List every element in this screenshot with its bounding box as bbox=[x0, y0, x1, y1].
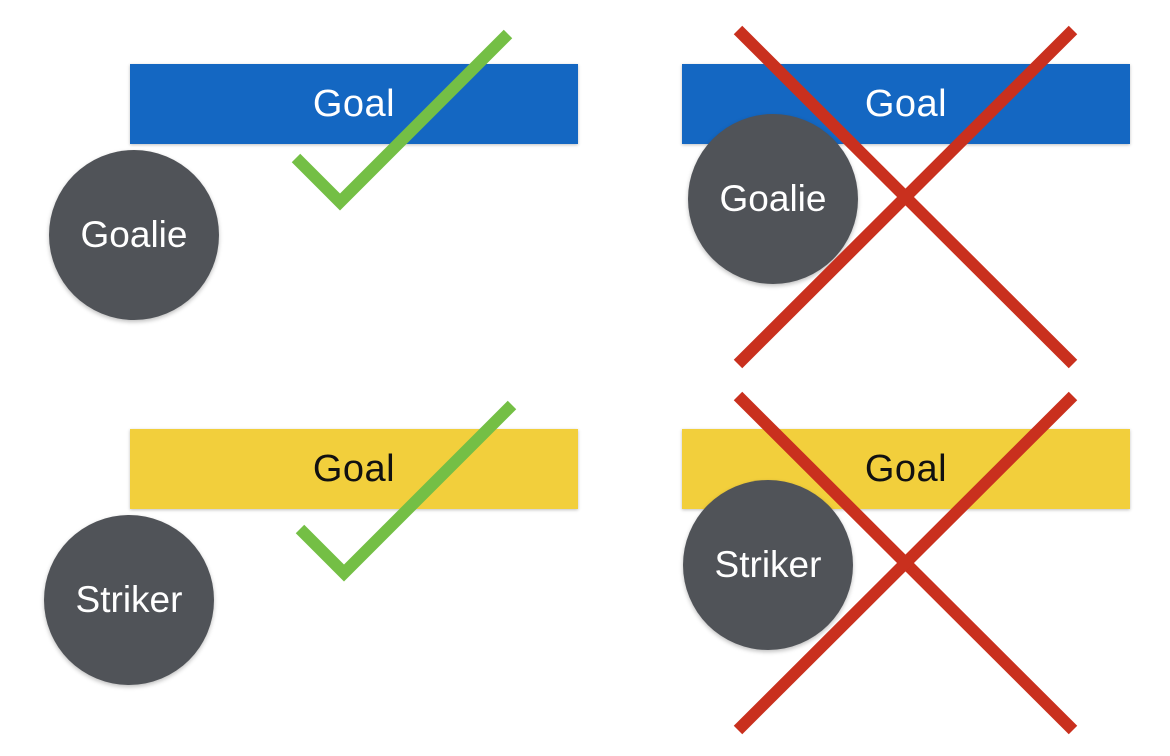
player-label: Striker bbox=[714, 544, 822, 585]
player-striker: Striker bbox=[44, 515, 214, 685]
panel-goalie-wrong: Goal Goalie bbox=[585, 0, 1170, 378]
goal-label: Goal bbox=[312, 82, 396, 125]
player-goalie: Goalie bbox=[688, 114, 858, 284]
player-label: Goalie bbox=[80, 214, 188, 255]
player-striker: Striker bbox=[683, 480, 853, 650]
goal-bar: Goal bbox=[130, 429, 578, 509]
goal-label: Goal bbox=[864, 447, 948, 490]
goal-bar: Goal bbox=[130, 64, 578, 144]
panel-striker-wrong: Goal Striker bbox=[585, 378, 1170, 756]
goal-label: Goal bbox=[312, 447, 396, 490]
player-goalie: Goalie bbox=[49, 150, 219, 320]
player-label: Striker bbox=[75, 579, 183, 620]
goal-label: Goal bbox=[864, 82, 948, 125]
panel-striker-correct: Goal Striker bbox=[0, 378, 585, 756]
cross-icon bbox=[733, 25, 1078, 369]
panel-goalie-correct: Goal Goalie bbox=[0, 0, 585, 378]
player-label: Goalie bbox=[719, 178, 827, 219]
